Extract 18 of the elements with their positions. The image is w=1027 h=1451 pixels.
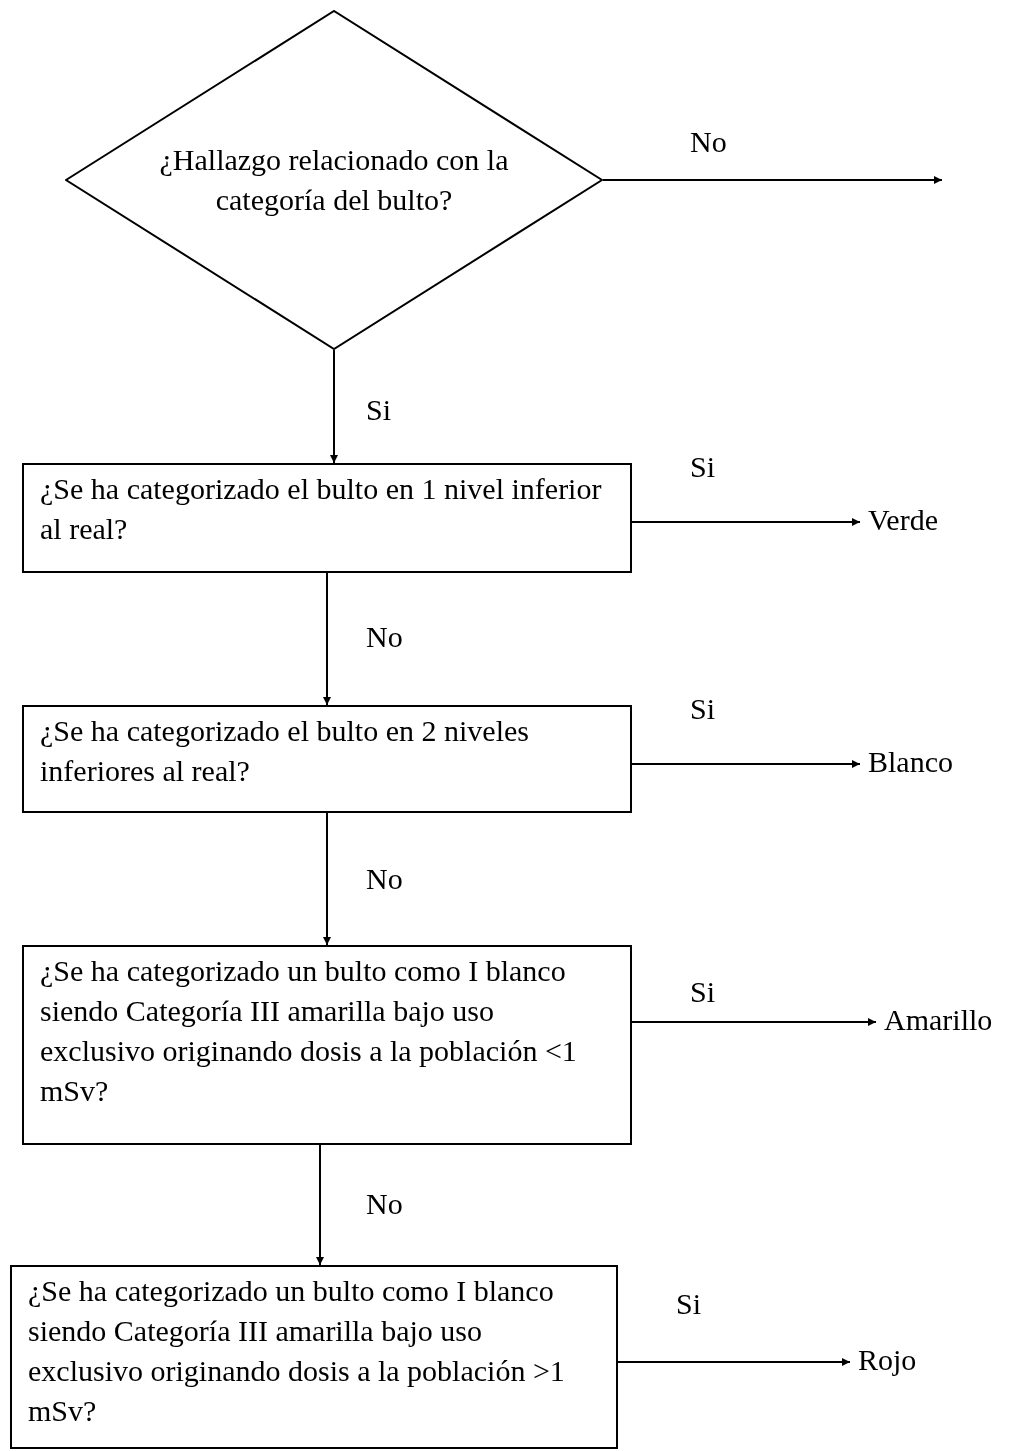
outcome-label: Blanco xyxy=(868,742,988,786)
question-box: ¿Se ha categorizado el bulto en 2 niveles inferiores al real? xyxy=(22,705,632,813)
arrow xyxy=(316,1144,324,1266)
arrow xyxy=(631,1018,877,1026)
arrow xyxy=(631,518,861,526)
arrow xyxy=(602,176,943,184)
arrow xyxy=(330,349,338,464)
question-text: ¿Hallazgo relacionado con la categoría del bulto? xyxy=(158,142,510,218)
outcome-label: Rojo xyxy=(858,1340,948,1384)
question-box: ¿Se ha categorizado un bulto como I blanco siendo Categoría III amarilla bajo uso exclusivo originando dosis a la población >1 mSv? xyxy=(10,1265,618,1449)
outcome-label: Verde xyxy=(868,500,978,544)
question-box: ¿Se ha categorizado un bulto como I blanco siendo Categoría III amarilla bajo uso exclusivo originando dosis a la población <1 mSv? xyxy=(22,945,632,1145)
question-box: ¿Se ha categorizado el bulto en 1 nivel inferior al real? xyxy=(22,463,632,573)
arrow xyxy=(631,760,861,768)
arrow xyxy=(323,812,331,946)
arrow xyxy=(323,572,331,706)
arrow xyxy=(617,1358,851,1366)
outcome-label: Amarillo xyxy=(884,1000,1024,1044)
